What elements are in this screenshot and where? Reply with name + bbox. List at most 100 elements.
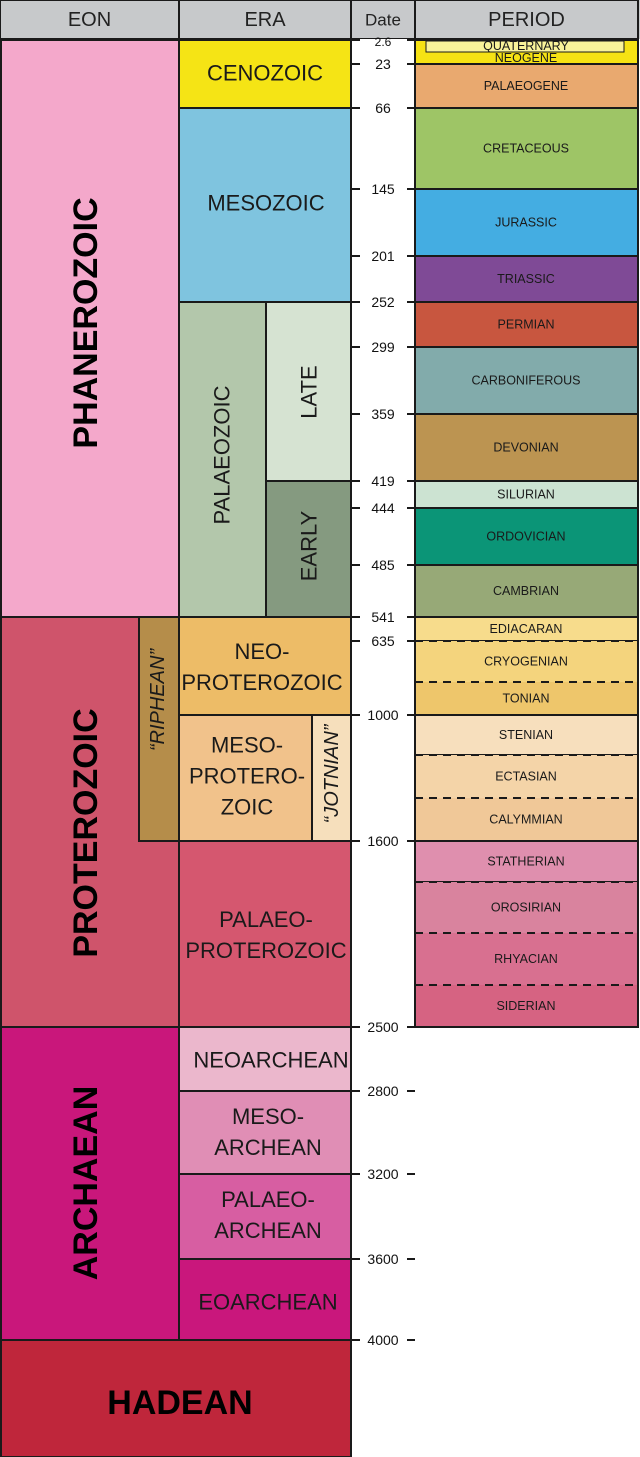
- eon-archaean: [0, 1026, 180, 1341]
- period-calymmian: [415, 798, 638, 841]
- period-cretaceous: [414, 107, 639, 190]
- period-label-cambrian: CAMBRIAN: [493, 584, 559, 598]
- period-label-neogene: NEOGENE: [495, 51, 558, 65]
- era-label-palaeoproterozoic: PALAEO-: [219, 907, 313, 932]
- period-label-jurassic: JURASSIC: [495, 216, 557, 230]
- date-label: 419: [371, 473, 395, 489]
- period-label-tonian: TONIAN: [503, 692, 550, 706]
- date-label: 23: [375, 56, 391, 72]
- date-label: 3600: [367, 1251, 398, 1267]
- period-carboniferous: [414, 346, 639, 415]
- era-neoarchean: [178, 1026, 352, 1092]
- era-label-late: LATE: [297, 365, 322, 418]
- era-palaeoarchean: [178, 1173, 352, 1260]
- date-label: 252: [371, 294, 395, 310]
- era-label-mesoarchean: ARCHEAN: [214, 1135, 322, 1160]
- eon-label-phanerozoic: PHANEROZOIC: [67, 197, 105, 448]
- period-label-ordovician: ORDOVICIAN: [486, 530, 565, 544]
- date-label: 485: [371, 557, 395, 573]
- period-label-quaternary: QUATERNARY: [483, 39, 569, 53]
- date-label: 201: [371, 248, 395, 264]
- period-label-siderian: SIDERIAN: [496, 999, 555, 1013]
- era-palaeoproterozoic: [178, 840, 352, 1028]
- period-label-cretaceous: CRETACEOUS: [483, 142, 569, 156]
- date-label: 1000: [367, 707, 398, 723]
- period-silurian: [414, 480, 639, 509]
- date-label: 1600: [367, 833, 398, 849]
- date-label: 2.6: [375, 35, 392, 49]
- band-riphean: [138, 616, 180, 842]
- era-label-mesoarchean: MESO-: [232, 1104, 304, 1129]
- period-label-devonian: DEVONIAN: [493, 441, 558, 455]
- era-label-mesoproterozoic: MESO-: [211, 733, 283, 758]
- period-ectasian: [415, 755, 638, 798]
- band-jotnian: [311, 714, 352, 842]
- period-label-silurian: SILURIAN: [497, 488, 555, 502]
- header-eon: EON: [68, 9, 111, 31]
- era-label-neoproterozoic: NEO-: [235, 639, 290, 664]
- period-label-triassic: TRIASSIC: [497, 272, 555, 286]
- date-label: 3200: [367, 1166, 398, 1182]
- period-ordovician: [414, 507, 639, 566]
- date-label: 2500: [367, 1019, 398, 1035]
- period-orosirian: [415, 882, 638, 933]
- period-label-permian: PERMIAN: [498, 318, 555, 332]
- date-label: 541: [371, 609, 395, 625]
- header-bar: [0, 0, 640, 39]
- era-label-eoarchean: EOARCHEAN: [198, 1290, 337, 1315]
- era-neoproterozoic: [178, 616, 352, 716]
- period-siderian: [415, 985, 638, 1027]
- band-label-jotnian: “JOTNIAN”: [321, 723, 343, 823]
- date-label: 66: [375, 100, 391, 116]
- era-eoarchean: [178, 1258, 352, 1341]
- period-label-palaeogene: PALAEOGENE: [484, 79, 569, 93]
- period-label-calymmian: CALYMMIAN: [489, 813, 562, 827]
- period-cambrian: [414, 564, 639, 618]
- era-palaeozoic: [178, 301, 267, 618]
- era-cenozoic: [178, 39, 352, 109]
- period-devonian: [414, 413, 639, 482]
- header-date: Date: [365, 11, 401, 30]
- era-early: [265, 480, 352, 618]
- eon-label-archaean: ARCHAEAN: [67, 1086, 105, 1281]
- date-label: 359: [371, 406, 395, 422]
- date-label: 145: [371, 181, 395, 197]
- period-label-cryogenian: CRYOGENIAN: [484, 655, 568, 669]
- date-label: 4000: [367, 1332, 398, 1348]
- eon-hadean-block: [0, 1339, 352, 1457]
- date-label: 444: [371, 500, 395, 516]
- date-label: 299: [371, 339, 395, 355]
- period-palaeogene: [414, 63, 639, 109]
- era-label-palaeoarchean: ARCHEAN: [214, 1218, 322, 1243]
- era-label-early: EARLY: [297, 510, 322, 581]
- era-label-mesoproterozoic: PROTERO-: [189, 764, 305, 789]
- era-label-mesoproterozoic: ZOIC: [221, 795, 274, 820]
- header-era: ERA: [244, 9, 286, 31]
- period-label-rhyacian: RHYACIAN: [494, 952, 558, 966]
- era-label-cenozoic: CENOZOIC: [207, 61, 323, 86]
- period-quaternary: [425, 40, 625, 53]
- era-label-palaeoarchean: PALAEO-: [221, 1187, 315, 1212]
- date-label: 635: [371, 633, 395, 649]
- eon-label-hadean: HADEAN: [107, 1384, 252, 1422]
- period-rhyacian: [415, 933, 638, 985]
- date-label: 2800: [367, 1083, 398, 1099]
- eon-label-proterozoic: PROTEROZOIC: [67, 708, 105, 957]
- date-column: [352, 39, 414, 1457]
- period-permian: [414, 301, 639, 348]
- period-label-stenian: STENIAN: [499, 728, 553, 742]
- band-label-riphean: “RIPHEAN”: [147, 648, 169, 752]
- period-label-ectasian: ECTASIAN: [495, 770, 557, 784]
- period-label-ediacaran: EDIACARAN: [490, 622, 563, 636]
- era-label-mesozoic: MESOZOIC: [207, 191, 324, 216]
- period-label-carboniferous: CARBONIFEROUS: [471, 374, 580, 388]
- era-label-palaeozoic: PALAEOZOIC: [210, 385, 235, 524]
- era-label-palaeoproterozoic: PROTEROZOIC: [185, 938, 346, 963]
- period-label-orosirian: OROSIRIAN: [491, 901, 561, 915]
- period-cryogenian: [415, 641, 638, 682]
- period-label-statherian: STATHERIAN: [487, 855, 564, 869]
- era-label-neoproterozoic: PROTEROZOIC: [181, 670, 342, 695]
- period-tonian: [415, 682, 638, 715]
- era-label-neoarchean: NEOARCHEAN: [193, 1048, 348, 1073]
